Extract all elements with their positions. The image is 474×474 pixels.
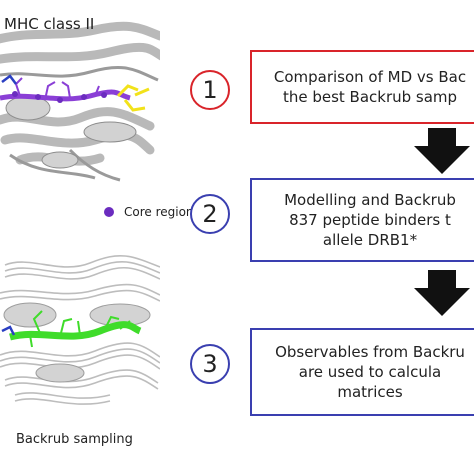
step-2-badge: 2: [190, 194, 230, 234]
backrub-sampling-label: Backrub sampling: [16, 432, 133, 447]
step-3-line-2: are used to calcula: [298, 363, 442, 381]
step-3-box: Observables from Backru are used to calc…: [250, 328, 474, 416]
down-arrow-2: [414, 270, 470, 316]
step-1-line-2: the best Backrub samp: [282, 88, 458, 106]
core-region-label: Core region: [124, 205, 194, 219]
down-arrow-1: [414, 128, 470, 174]
step-2-line-3: allele DRB1*: [322, 231, 418, 249]
mhc-title: MHC class II: [4, 15, 95, 33]
step-2-line-2: 837 peptide binders t: [289, 211, 451, 229]
step-1-box: Comparison of MD vs Bac the best Backrub…: [250, 50, 474, 124]
step-1-badge: 1: [190, 70, 230, 110]
core-region-legend: Core region: [104, 205, 194, 219]
step-3-line-3: matrices: [337, 383, 403, 401]
step-2-box: Modelling and Backrub 837 peptide binder…: [250, 178, 474, 262]
mhc-structure-image: [0, 0, 170, 195]
step-3-line-1: Observables from Backru: [275, 343, 465, 361]
step-3-badge: 3: [190, 344, 230, 384]
step-1-line-1: Comparison of MD vs Bac: [273, 68, 467, 86]
core-region-dot: [104, 207, 114, 217]
step-2-line-1: Modelling and Backrub: [284, 191, 456, 209]
backrub-ensemble-image: [0, 245, 161, 425]
